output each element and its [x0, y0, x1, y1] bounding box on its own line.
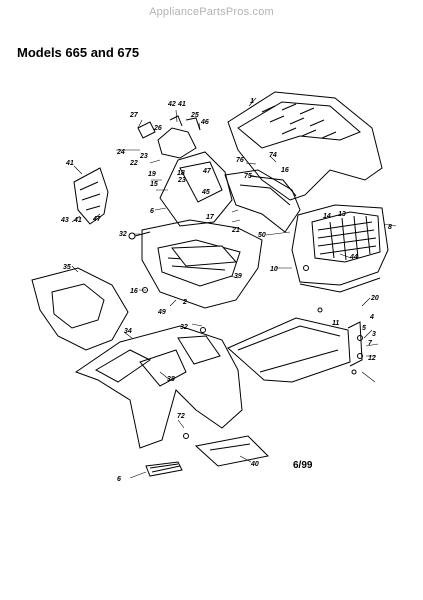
callout-1: 1 — [250, 98, 254, 105]
callout-46: 46 — [200, 119, 209, 126]
fender-part — [74, 325, 243, 449]
date-code: 6/99 — [293, 460, 313, 471]
callout-21: 21 — [231, 227, 240, 234]
callout-72: 72 — [177, 413, 185, 420]
callout-23a: 23 — [139, 153, 148, 160]
callout-34: 34 — [124, 328, 132, 335]
callout-3: 3 — [372, 331, 376, 338]
hardware-part — [128, 231, 363, 477]
callout-35: 35 — [63, 264, 71, 271]
callout-24: 24 — [116, 149, 125, 156]
callout-41a: 41 — [177, 101, 186, 108]
callout-10: 10 — [270, 266, 278, 273]
callout-6b: 6 — [117, 476, 121, 483]
callout-32b: 32 — [180, 324, 188, 331]
callout-45: 45 — [201, 189, 210, 196]
callout-5: 5 — [362, 325, 366, 332]
callout-14: 14 — [323, 213, 331, 220]
leader-lines — [71, 97, 397, 479]
steering-bracket-part — [137, 115, 201, 159]
page-title: Models 665 and 675 — [17, 45, 140, 60]
callout-23b: 23 — [177, 177, 186, 184]
callout-49: 49 — [157, 309, 166, 316]
callout-2: 2 — [182, 299, 187, 306]
frame-part — [227, 317, 363, 383]
callout-15: 15 — [150, 181, 158, 188]
callout-74: 74 — [269, 152, 277, 159]
callout-8: 8 — [388, 224, 392, 231]
callout-44: 44 — [349, 254, 358, 261]
callout-13: 13 — [338, 211, 346, 218]
callout-22: 22 — [129, 160, 138, 167]
side-bracket-part — [73, 167, 109, 225]
callout-16b: 16 — [130, 288, 138, 295]
hood-support-part — [224, 169, 301, 233]
callout-39: 39 — [234, 273, 242, 280]
grille-part — [291, 204, 389, 293]
callout-18: 18 — [177, 170, 185, 177]
watermark-text: AppliancePartsPros.com — [149, 6, 274, 18]
callout-47b: 47 — [92, 216, 102, 223]
hood-part — [227, 91, 383, 201]
callout-38: 38 — [167, 376, 175, 383]
callout-47a: 47 — [202, 168, 212, 175]
callout-25: 25 — [190, 112, 199, 119]
callout-11: 11 — [332, 320, 339, 327]
floor-mat-part — [171, 245, 270, 467]
callout-6a: 6 — [150, 208, 154, 215]
callout-50: 50 — [258, 232, 266, 239]
callout-26: 26 — [153, 125, 162, 132]
callout-32a: 32 — [119, 231, 127, 238]
callout-40: 40 — [250, 461, 259, 468]
callout-76: 76 — [236, 157, 244, 164]
callout-19: 19 — [148, 171, 156, 178]
callout-41b: 41 — [65, 160, 74, 167]
callout-43: 43 — [60, 217, 69, 224]
callout-41c: 41 — [73, 217, 82, 224]
callout-27: 27 — [129, 112, 139, 119]
callout-17: 17 — [206, 214, 215, 221]
rear-fender-part — [31, 267, 129, 351]
callout-4: 4 — [369, 314, 374, 321]
callout-20: 20 — [370, 295, 379, 302]
callout-7: 7 — [368, 340, 373, 347]
callout-16: 16 — [281, 167, 289, 174]
callout-42: 42 — [167, 101, 176, 108]
callout-12: 12 — [368, 355, 376, 362]
callout-75: 75 — [244, 173, 252, 180]
